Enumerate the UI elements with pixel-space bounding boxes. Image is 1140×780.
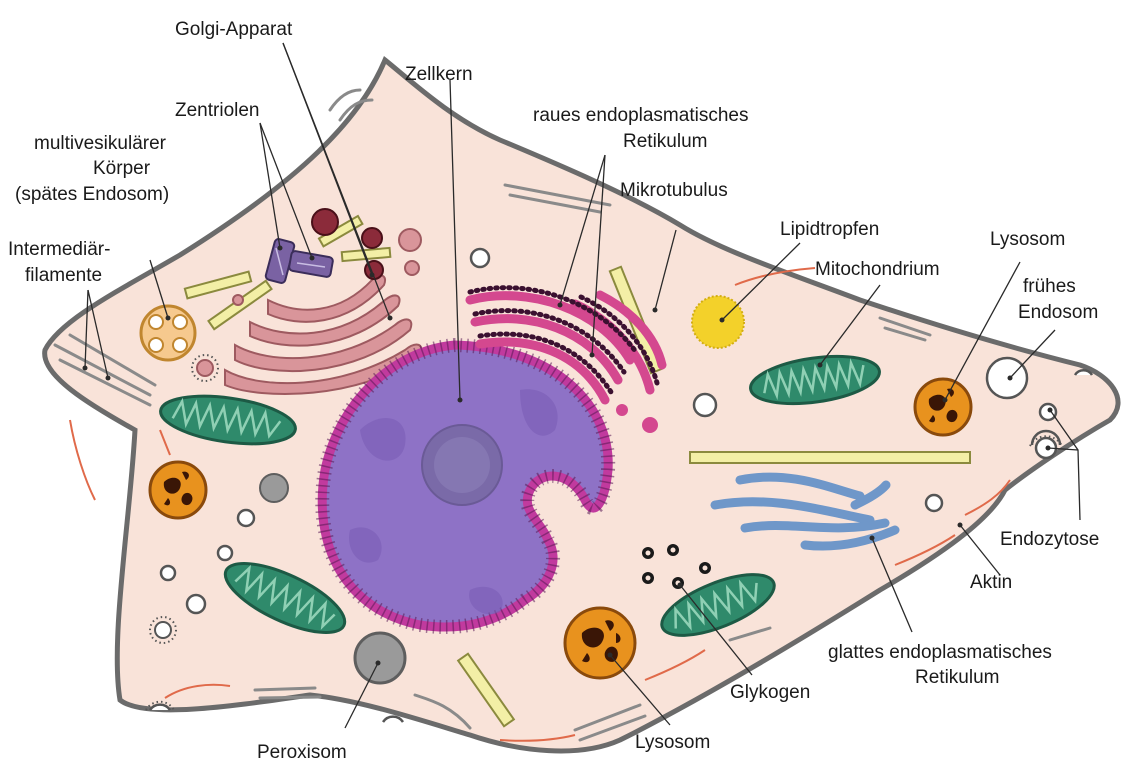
label-glykogen: Glykogen	[730, 682, 810, 703]
label-intermed-line2: filamente	[25, 265, 102, 286]
label-rer-line1: raues endoplasmatisches	[533, 105, 748, 126]
label-mikrotubulus: Mikrotubulus	[620, 180, 728, 201]
label-ser-line1: glattes endoplasmatisches	[828, 642, 1052, 663]
label-golgi: Golgi-Apparat	[175, 19, 293, 40]
label-mvb-line2: Körper	[93, 158, 151, 179]
label-aktin: Aktin	[970, 572, 1012, 593]
label-lysosom-right: Lysosom	[990, 229, 1065, 250]
label-mitochondrium: Mitochondrium	[815, 259, 940, 280]
label-lysosom-bottom: Lysosom	[635, 732, 710, 753]
label-peroxisom: Peroxisom	[257, 742, 347, 763]
label-fruehes-line1: frühes	[1023, 276, 1076, 297]
label-mvb-line3: (spätes Endosom)	[15, 184, 169, 205]
label-zentriolen: Zentriolen	[175, 100, 260, 121]
label-rer-line2: Retikulum	[623, 131, 707, 152]
label-intermed-line1: Intermediär-	[8, 239, 110, 260]
multivesicular-body	[141, 306, 195, 360]
label-zellkern: Zellkern	[405, 64, 473, 85]
lipid-droplet	[692, 296, 744, 348]
label-ser-line2: Retikulum	[915, 667, 999, 688]
label-mvb-line1: multivesikulärer	[34, 133, 167, 154]
label-fruehes-line2: Endosom	[1018, 302, 1098, 323]
label-endozytose: Endozytose	[1000, 529, 1099, 550]
label-lipidtropfen: Lipidtropfen	[780, 219, 879, 240]
